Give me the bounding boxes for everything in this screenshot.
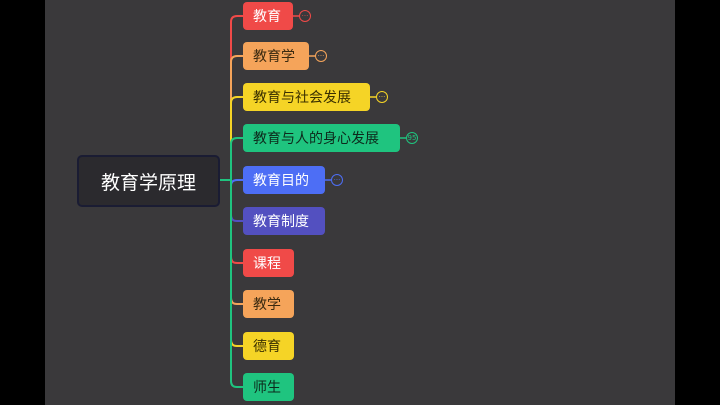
more-icon[interactable]: ···: [299, 10, 311, 22]
branch-connector: [230, 15, 243, 180]
collapsed-count-badge[interactable]: 95: [406, 132, 418, 144]
branch-connector: [230, 96, 243, 180]
more-icon[interactable]: ···: [331, 174, 343, 186]
branch-connector: [230, 180, 243, 305]
branch-connector: [230, 55, 243, 180]
branch-connector: [230, 180, 243, 388]
branch-connector: [230, 137, 243, 180]
branch-node[interactable]: 教学: [243, 290, 294, 318]
root-node[interactable]: 教育学原理: [77, 155, 220, 207]
branch-node[interactable]: 德育: [243, 332, 294, 360]
branch-node[interactable]: 教育学: [243, 42, 309, 70]
branch-node[interactable]: 师生: [243, 373, 294, 401]
more-icon[interactable]: ···: [315, 50, 327, 62]
branch-connector: [230, 180, 243, 222]
branch-connector: [230, 179, 243, 187]
branch-node[interactable]: 课程: [243, 249, 294, 277]
branch-node[interactable]: 教育制度: [243, 207, 325, 235]
branch-node[interactable]: 教育目的: [243, 166, 325, 194]
more-icon[interactable]: ···: [376, 91, 388, 103]
branch-node[interactable]: 教育: [243, 2, 293, 30]
branch-node[interactable]: 教育与社会发展: [243, 83, 370, 111]
branch-node[interactable]: 教育与人的身心发展: [243, 124, 400, 152]
